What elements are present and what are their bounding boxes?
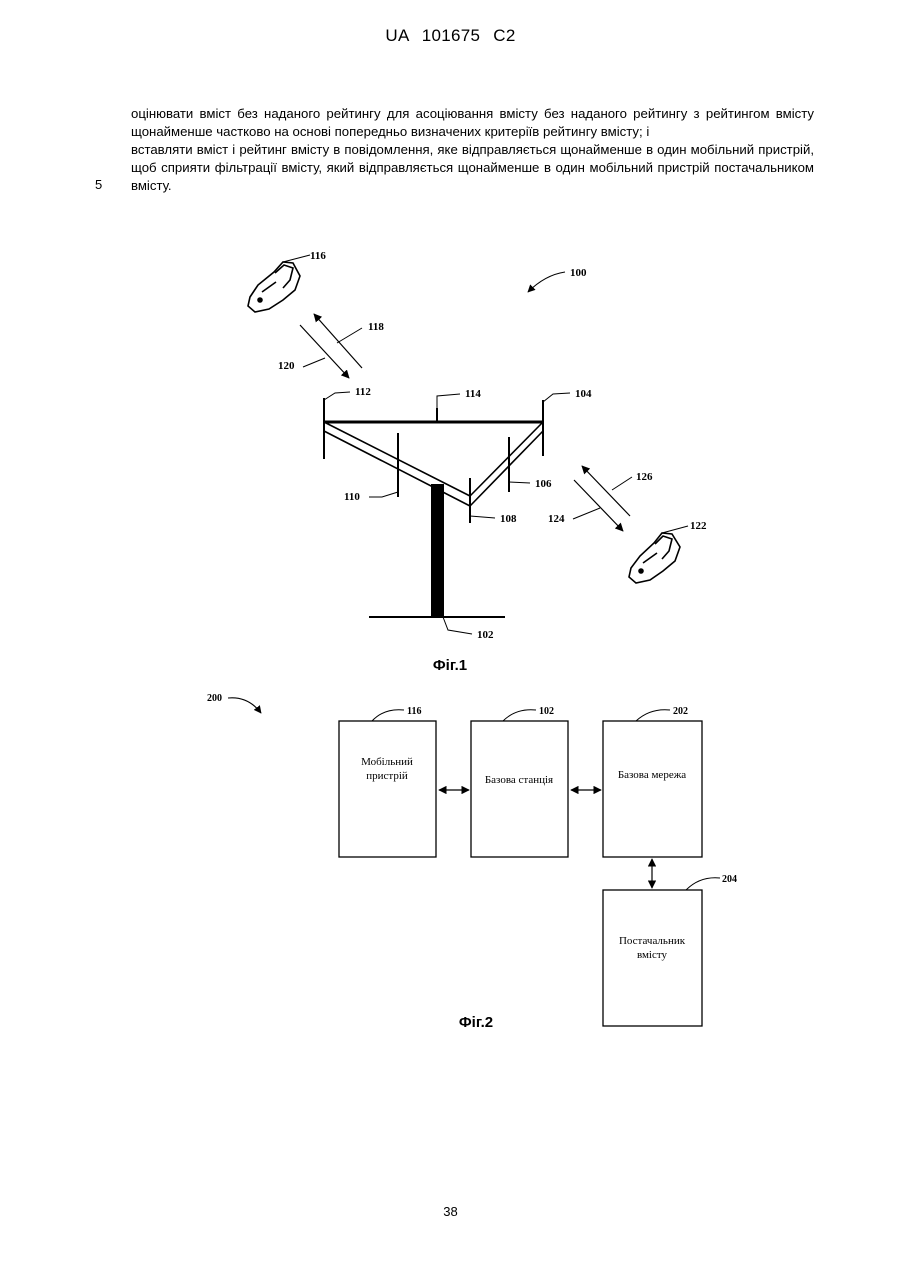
uplink-arrow: [582, 466, 630, 516]
ref-label: 202: [673, 706, 688, 717]
ref-label: 122: [690, 520, 707, 532]
figure-1: 116 100 118 120 112 114 104 126 106 110 …: [248, 250, 707, 674]
ref-label: 116: [310, 250, 326, 262]
ref-label: 102: [539, 706, 554, 717]
figure-caption: Фіг.1: [433, 657, 467, 674]
base-station-box: [471, 721, 568, 857]
ref-label: 204: [722, 874, 737, 885]
ref-label: 200: [207, 693, 222, 704]
figure-caption: Фіг.2: [459, 1014, 493, 1031]
ref-label: 100: [570, 267, 587, 279]
box-label: Базова мережа: [618, 769, 686, 781]
box-label: пристрій: [366, 770, 408, 782]
mobile-device-box: [339, 721, 436, 857]
ref-label: 102: [477, 629, 494, 641]
mobile-device-122-icon: [629, 533, 680, 583]
figure-2: 200 116 102 202 204 Мобільний пристрій Б…: [207, 693, 737, 1031]
box-label: Мобільний: [361, 756, 413, 768]
box-label: Базова станція: [485, 774, 553, 786]
ref-label: 110: [344, 491, 360, 503]
ref-label: 104: [575, 388, 592, 400]
ref-label: 106: [535, 478, 552, 490]
box-label: вмісту: [637, 949, 668, 961]
ref-label: 116: [407, 706, 421, 717]
ref-label: 114: [465, 388, 481, 400]
ref-label: 120: [278, 360, 295, 372]
downlink-arrow: [300, 325, 349, 378]
ref-label: 118: [368, 321, 384, 333]
ref-label: 124: [548, 513, 565, 525]
ref-label: 112: [355, 386, 371, 398]
box-label: Постачальник: [619, 935, 686, 947]
base-network-box: [603, 721, 702, 857]
base-station-102: [324, 398, 543, 617]
page-number: 38: [0, 1204, 901, 1219]
ref-label: 126: [636, 471, 653, 483]
mobile-device-116-icon: [248, 262, 300, 312]
ref-label: 108: [500, 513, 517, 525]
